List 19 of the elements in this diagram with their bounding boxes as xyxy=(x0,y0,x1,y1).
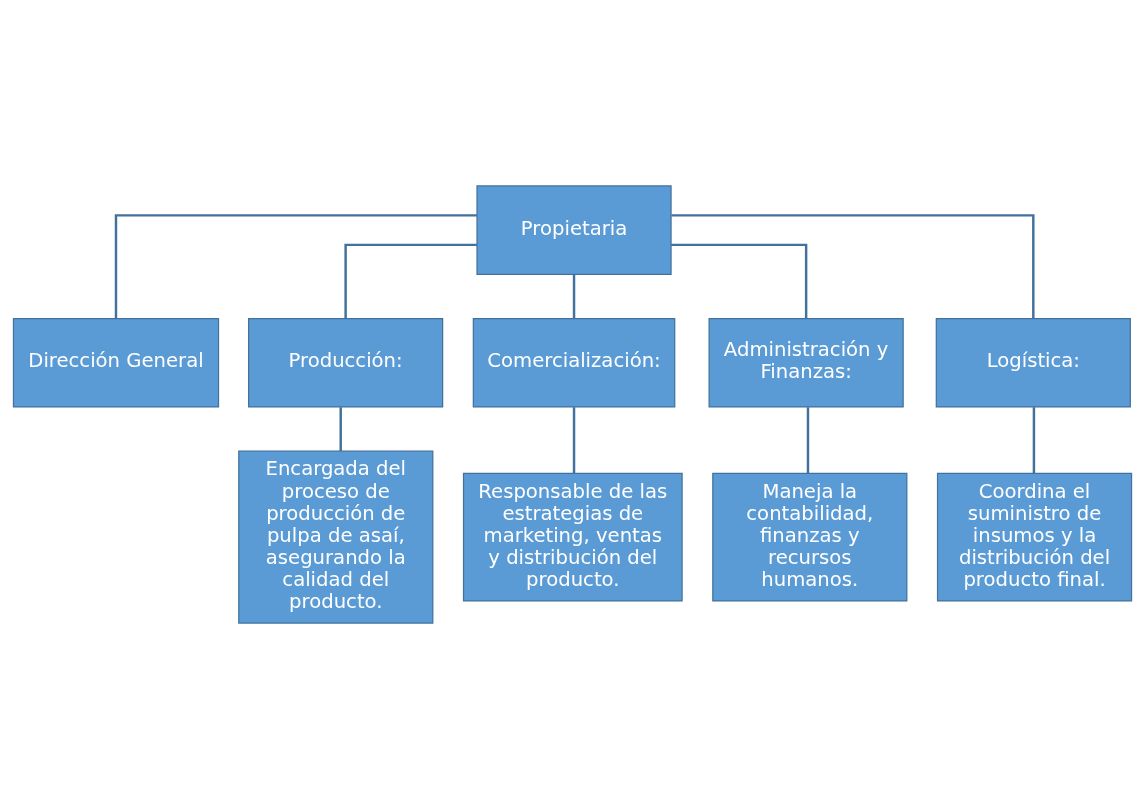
node-box: Encargada del proceso de producción de pulpa de asaí, asegurando la calidad del producto. xyxy=(238,450,434,624)
connector xyxy=(671,213,1035,319)
node-box: Maneja la contabilidad, finanzas y recursos humanos. xyxy=(712,472,908,602)
node-box: Comercialización: xyxy=(472,317,676,408)
connector xyxy=(671,243,808,318)
connector xyxy=(572,274,576,318)
connector xyxy=(344,243,477,318)
node-box: Coordina el suministro de insumos y la distribución del producto final. xyxy=(936,472,1133,602)
node-box: Producción: xyxy=(248,317,444,408)
connector xyxy=(339,406,342,451)
node-box: Dirección General xyxy=(12,317,220,408)
connector xyxy=(572,406,576,473)
node-box: Logística: xyxy=(935,317,1131,408)
node-box: Propietaria xyxy=(476,184,672,275)
node-box: Administración y Finanzas: xyxy=(708,317,904,408)
connector xyxy=(1032,406,1036,473)
connector xyxy=(114,213,477,319)
connector xyxy=(806,406,810,473)
node-box: Responsable de las estrategias de marketing, ventas y distribución del producto. xyxy=(462,472,683,602)
